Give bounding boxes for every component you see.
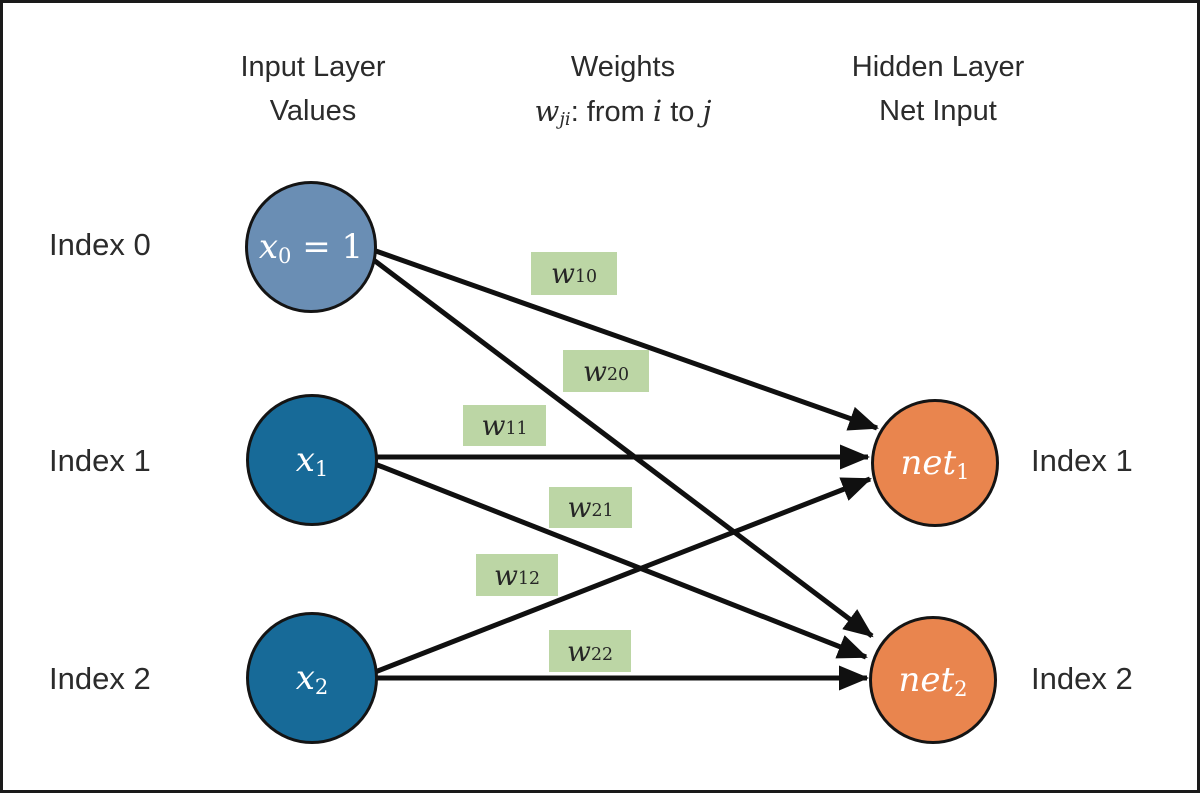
edge-x2-net1 — [374, 476, 872, 675]
row-label-right-index-2: Index 2 — [1031, 661, 1133, 696]
column-header-hidden-layer: Hidden Layer Net Input — [801, 45, 1075, 133]
column-header-weights-line2: wji: from i to j — [534, 94, 712, 130]
node-bias-x0: x0 = 1 — [245, 181, 377, 313]
node-input-x1: x1 — [246, 394, 378, 526]
row-label-left-index-1: Index 1 — [49, 443, 151, 478]
column-header-weights-line1: Weights — [570, 51, 676, 83]
column-header-weights: Weights wji: from i to j — [463, 45, 783, 138]
column-header-input-layer: Input Layer Values — [191, 45, 435, 133]
column-header-input-layer-line1: Input Layer — [240, 51, 386, 83]
row-label-left-index-0: Index 0 — [49, 227, 151, 262]
edge-x1-net2 — [374, 461, 868, 660]
node-input-x2-label: x2 — [295, 658, 329, 699]
edge-x0-net1 — [372, 247, 879, 431]
column-header-hidden-layer-line1: Hidden Layer — [851, 51, 1025, 83]
node-hidden-net2-label: net2 — [898, 660, 968, 701]
column-header-input-layer-line2: Values — [269, 95, 357, 127]
column-header-hidden-layer-line2: Net Input — [879, 95, 997, 127]
edge-x0-net2 — [369, 256, 874, 638]
row-label-left-index-2: Index 2 — [49, 661, 151, 696]
node-input-x2: x2 — [246, 612, 378, 744]
edges-layer — [369, 247, 879, 691]
node-hidden-net1: net1 — [871, 399, 999, 527]
row-label-right-index-1: Index 1 — [1031, 443, 1133, 478]
node-hidden-net1-label: net1 — [900, 443, 970, 484]
node-hidden-net2: net2 — [869, 616, 997, 744]
node-bias-x0-label: x0 = 1 — [258, 227, 364, 268]
node-input-x1-label: x1 — [295, 440, 329, 481]
